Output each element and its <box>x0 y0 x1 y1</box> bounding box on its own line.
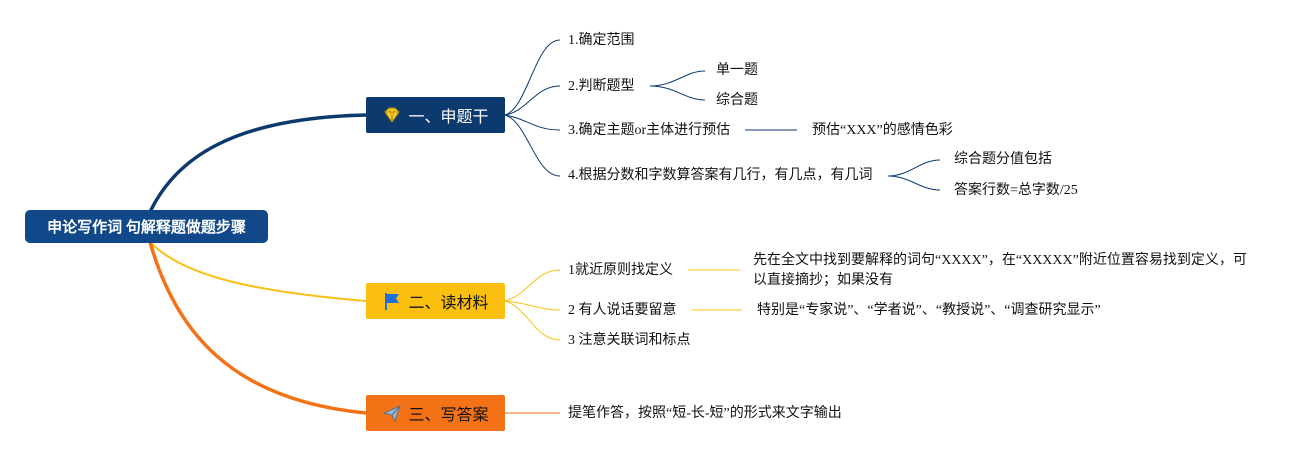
branch-1-topic[interactable]: 一、申题干 <box>366 97 505 133</box>
b2-subtopic-2[interactable]: 2 有人说话要留意 <box>568 303 677 318</box>
b1-subtopic-4[interactable]: 4.根据分数和字数算答案有几行，有几点，有几词 <box>568 168 873 183</box>
branch-2-label: 二、读材料 <box>408 295 489 312</box>
b2-to-c1-link <box>504 269 561 302</box>
root-topic[interactable]: 申论写作词 句解释题做题步骤 <box>25 210 268 243</box>
b1-to-c2-link <box>504 85 561 116</box>
b2-subtopic-3[interactable]: 3 注意关联词和标点 <box>568 333 691 348</box>
b1-subtopic-4-leaf-2[interactable]: 答案行数=总字数/25 <box>954 183 1078 198</box>
b1-subtopic-4-leaf-1[interactable]: 综合题分值包括 <box>954 152 1052 167</box>
b1-to-c1-link <box>504 39 561 116</box>
root-to-branch-3-link <box>148 241 367 415</box>
b1-subtopic-1[interactable]: 1.确定范围 <box>568 33 635 48</box>
b2-to-c3-link <box>504 300 561 341</box>
branch-3-label: 三、写答案 <box>408 407 489 424</box>
b2-subtopic-1[interactable]: 1就近原则找定义 <box>568 263 673 278</box>
b1-to-c3-link <box>504 114 561 131</box>
c2-to-leaf-1-link <box>649 70 706 87</box>
b2-to-c2-link <box>504 300 561 311</box>
c4-to-leaf-2-link <box>887 175 941 191</box>
branch-2-topic[interactable]: 二、读材料 <box>366 283 505 319</box>
root-to-branch-2-link <box>149 241 367 302</box>
send-icon <box>382 403 402 423</box>
c2-to-leaf-2-link <box>649 85 706 101</box>
b3-subtopic-1[interactable]: 提笔作答，按照“短-长-短”的形式来文字输出 <box>568 406 842 421</box>
b1-subtopic-2-leaf-1[interactable]: 单一题 <box>716 63 758 78</box>
branch-1-label: 一、申题干 <box>408 109 489 126</box>
branch-3-topic[interactable]: 三、写答案 <box>366 395 505 431</box>
b1-to-c4-link <box>504 114 561 177</box>
b2-subtopic-1-leaf-1[interactable]: 先在全文中找到要解释的词句“XXXX”，在“XXXXX”附近位置容易找到定义，可… <box>753 253 1247 288</box>
c4-to-leaf-1-link <box>887 159 941 177</box>
flag-icon <box>382 291 402 311</box>
diamond-icon <box>382 105 402 125</box>
b1-subtopic-2[interactable]: 2.判断题型 <box>568 79 635 94</box>
b1-subtopic-3[interactable]: 3.确定主题or主体进行预估 <box>568 123 731 138</box>
b2-subtopic-2-leaf-1[interactable]: 特别是“专家说”、“学者说”、“教授说”、“调查研究显示” <box>757 303 1101 318</box>
root-to-branch-1-link <box>148 113 367 213</box>
b1-subtopic-2-leaf-2[interactable]: 综合题 <box>716 93 758 108</box>
b1-subtopic-3-leaf-1[interactable]: 预估“XXX”的感情色彩 <box>812 123 953 138</box>
root-topic-label: 申论写作词 句解释题做题步骤 <box>47 220 246 236</box>
